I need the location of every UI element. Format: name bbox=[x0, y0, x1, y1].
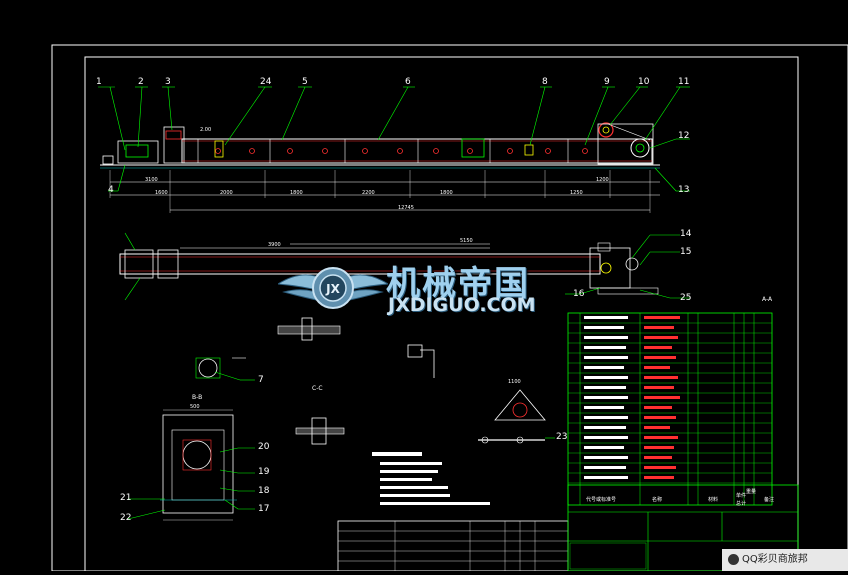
part-number: 23 bbox=[556, 432, 568, 442]
title-block-label: 名称 bbox=[652, 497, 663, 503]
section-label: A-A bbox=[762, 296, 773, 303]
part-number: 17 bbox=[258, 504, 270, 514]
conveyor-elevation-view bbox=[100, 122, 660, 213]
part-number: 25 bbox=[680, 293, 692, 303]
assembly-table bbox=[337, 520, 569, 572]
part-number: 7 bbox=[258, 375, 264, 385]
dimension-value: 1250 bbox=[570, 190, 583, 196]
dimension-value: 3900 bbox=[268, 242, 281, 248]
winged-gear-emblem-icon: JX bbox=[276, 267, 390, 309]
title-block-label: 总计 bbox=[736, 501, 747, 507]
technical-requirements bbox=[372, 452, 490, 505]
part-number: 6 bbox=[405, 77, 411, 87]
part-number: 22 bbox=[120, 513, 132, 523]
dimension-value: 1100 bbox=[508, 379, 521, 385]
title-block-label: 重量 bbox=[746, 489, 757, 495]
part-number: 1 bbox=[96, 77, 102, 87]
part-number: 21 bbox=[120, 493, 132, 503]
dimension-value: 1200 bbox=[596, 177, 609, 183]
title-block-label: 单件 bbox=[736, 493, 747, 499]
part-number: 3 bbox=[165, 77, 171, 87]
detail-view-pin bbox=[277, 317, 435, 378]
title-block-label: 备注 bbox=[764, 497, 775, 503]
watermark-chinese-text: 机械帝国 bbox=[386, 264, 530, 304]
dimension-value: 2200 bbox=[362, 190, 375, 196]
dimension-value: 12745 bbox=[398, 205, 414, 211]
parts-list-table bbox=[567, 312, 773, 506]
part-number: 10 bbox=[638, 77, 650, 87]
qq-taskbar-text: QQ彩贝商旅邦 bbox=[742, 554, 808, 565]
title-block-label: 材料 bbox=[708, 497, 719, 503]
part-number: 18 bbox=[258, 486, 270, 496]
part-number: 2 bbox=[138, 77, 144, 87]
watermark-logo: JX 机械帝国 JXDIGUO.COM bbox=[276, 256, 578, 320]
watermark-domain-text: JXDIGUO.COM bbox=[388, 294, 536, 316]
conveyor-plan-view bbox=[119, 242, 659, 295]
detail-view-bb bbox=[160, 409, 237, 521]
detail-view-small-a bbox=[195, 357, 246, 379]
detail-view-chain bbox=[478, 389, 546, 444]
part-number: 9 bbox=[604, 77, 610, 87]
part-number: 5 bbox=[302, 77, 308, 87]
part-number: 14 bbox=[680, 229, 692, 239]
section-label: B-B bbox=[192, 394, 203, 401]
part-number: 8 bbox=[542, 77, 548, 87]
title-block-label: 代号或标准号 bbox=[586, 497, 617, 503]
qq-taskbar-notice[interactable]: QQ彩贝商旅邦 bbox=[722, 549, 848, 571]
dimension-value: 2.00 bbox=[200, 127, 212, 133]
dimension-value: 500 bbox=[190, 404, 200, 410]
emblem-text: JX bbox=[325, 282, 340, 296]
part-number: 11 bbox=[678, 77, 690, 87]
detail-view-cc bbox=[295, 417, 345, 445]
part-number: 13 bbox=[678, 185, 690, 195]
part-number: 4 bbox=[108, 185, 114, 195]
section-label: C-C bbox=[312, 385, 323, 392]
part-number: 20 bbox=[258, 442, 270, 452]
part-number: 12 bbox=[678, 131, 690, 141]
part-number: 15 bbox=[680, 247, 692, 257]
leader-lines-top bbox=[98, 86, 690, 192]
leader-lines-plan bbox=[124, 232, 690, 301]
qq-penguin-icon bbox=[728, 553, 739, 565]
dimension-value: 1600 bbox=[155, 190, 168, 196]
dimension-value: 3100 bbox=[145, 177, 158, 183]
leader-lines-details bbox=[127, 371, 555, 520]
part-number: 19 bbox=[258, 467, 270, 477]
part-number: 24 bbox=[260, 77, 272, 87]
part-number: 16 bbox=[573, 289, 585, 299]
dimension-value: 2000 bbox=[220, 190, 233, 196]
dimension-value: 1800 bbox=[440, 190, 453, 196]
dimension-value: 5150 bbox=[460, 238, 473, 244]
dimension-value: 1800 bbox=[290, 190, 303, 196]
